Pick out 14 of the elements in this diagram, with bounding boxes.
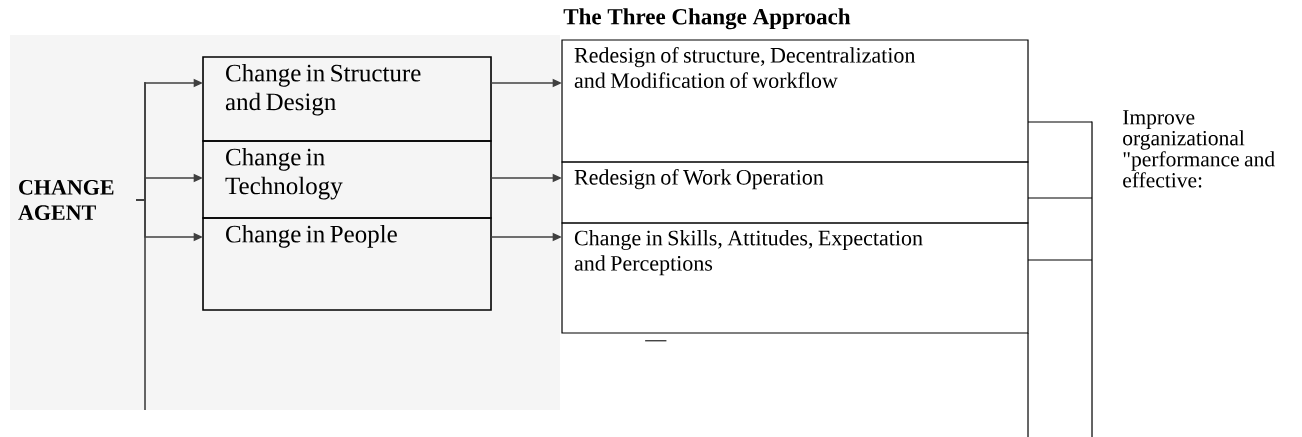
process-box: Change in Structure and Design bbox=[202, 56, 492, 142]
agent-label: CHANGE AGENT bbox=[18, 179, 114, 221]
note-text: Improve organizational "performance and effective: bbox=[1123, 110, 1275, 188]
title: The Three Change Approach bbox=[563, 8, 851, 30]
connector-line bbox=[1027, 121, 1093, 123]
process-box: Change in Technology bbox=[202, 140, 492, 219]
process-box: Change in People bbox=[202, 217, 492, 311]
connector-line bbox=[1027, 259, 1093, 261]
connector-line bbox=[1027, 197, 1093, 199]
process-box: Redesign of structure, Decentralization and Modification of workflow bbox=[561, 39, 1029, 163]
process-box: Change in Skills, Attitudes, Expectation and Perceptions bbox=[561, 222, 1029, 334]
dash-mark: — bbox=[645, 340, 667, 342]
bus-line bbox=[1091, 121, 1093, 437]
process-box: Redesign of Work Operation bbox=[561, 161, 1029, 224]
